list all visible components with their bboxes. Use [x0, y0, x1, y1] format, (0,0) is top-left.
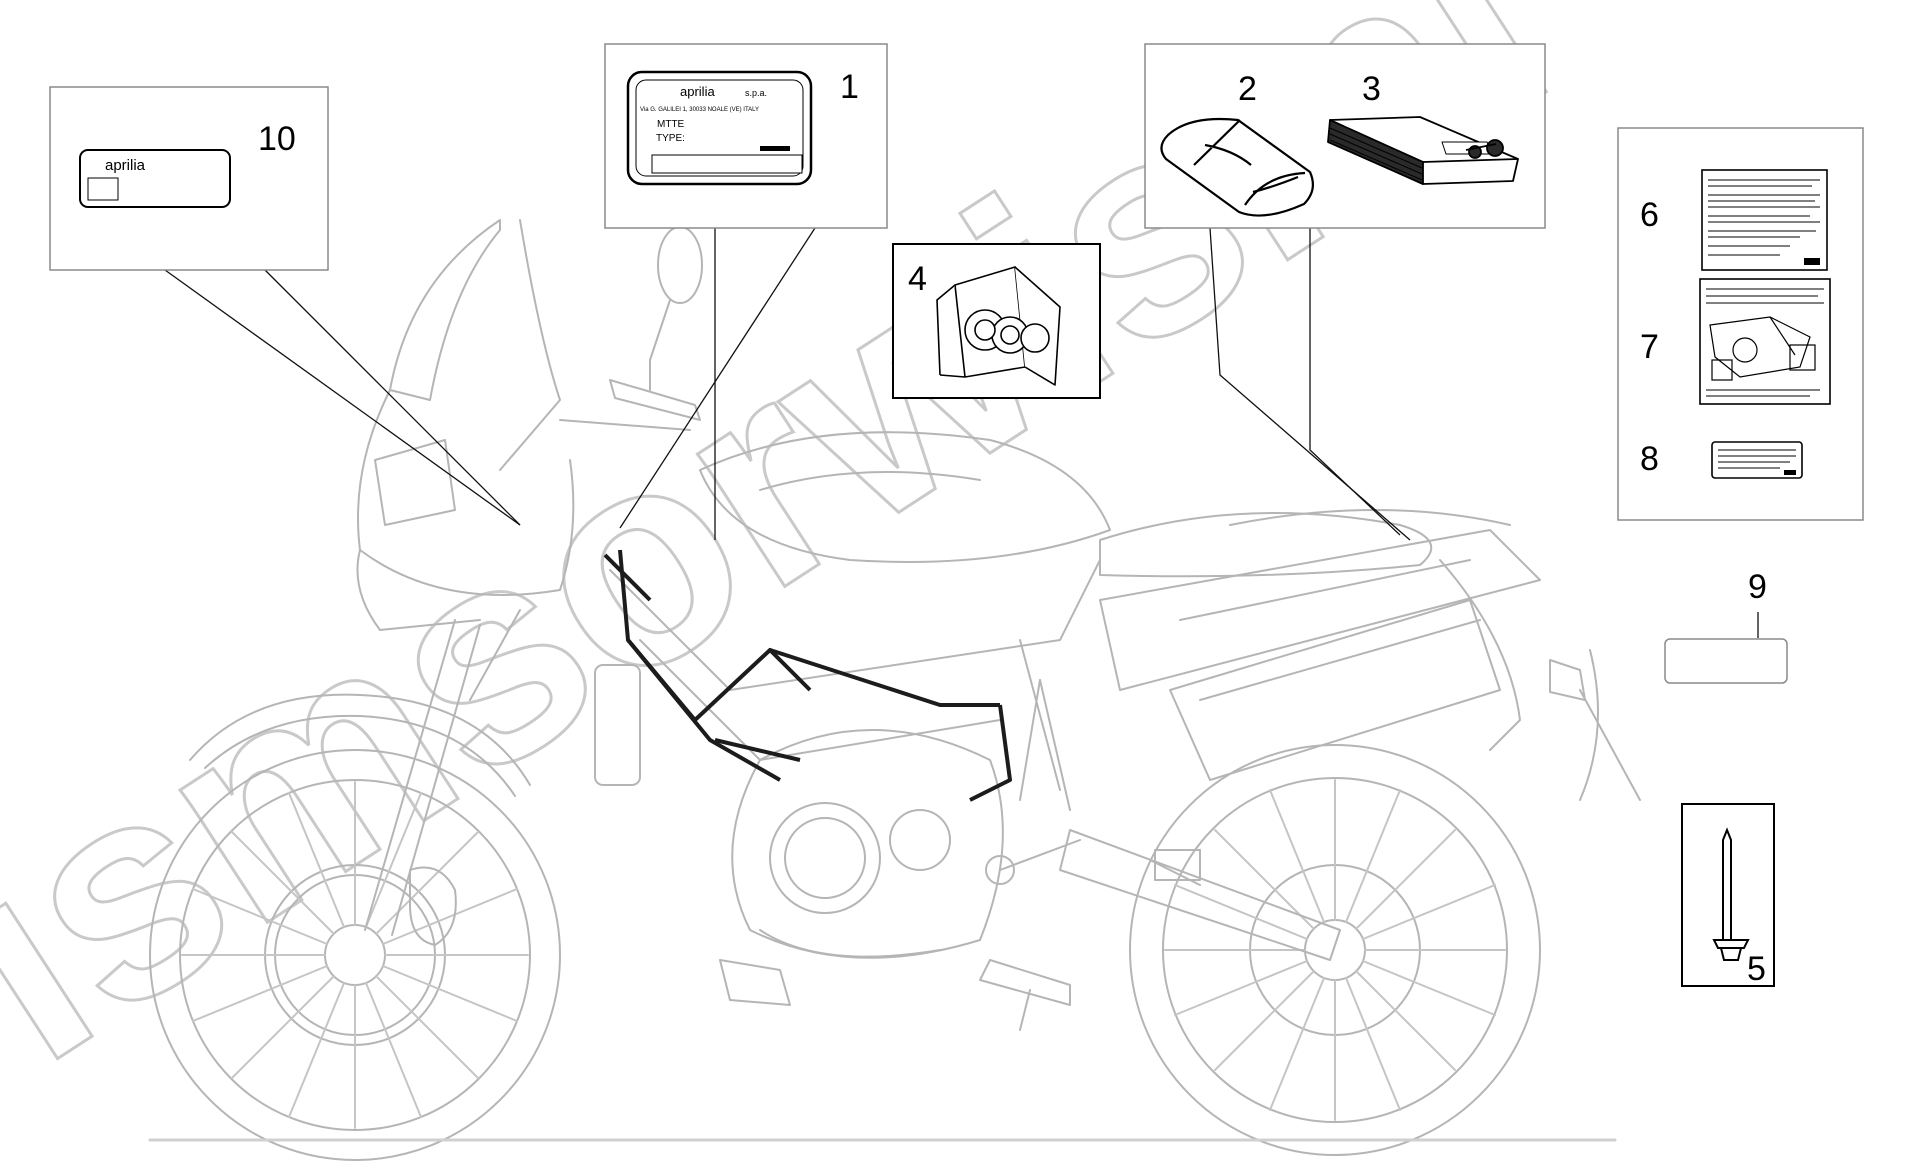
plate-address: Via G. GALILEI 1, 30033 NOALE (VE) ITALY [640, 107, 759, 113]
callout-number-6: 6 [1640, 196, 1659, 234]
leader-lines [164, 227, 1759, 638]
callout-box-4: 4 [892, 243, 1101, 399]
sticker-10: aprilia [79, 149, 231, 208]
callout-box-6-7-8: 6 7 [1617, 127, 1864, 521]
blank-label-9 [1664, 638, 1788, 684]
front-wheel [149, 749, 561, 1161]
warning-label-6 [1701, 169, 1828, 271]
callout-box-5: 5 [1681, 803, 1775, 988]
rear-wheel [1129, 744, 1541, 1156]
callout-number-8: 8 [1640, 440, 1659, 478]
callout-box-1: aprilia s.p.a. Via G. GALILEI 1, 30033 N… [604, 43, 888, 229]
callout-number-7: 7 [1640, 328, 1659, 366]
callout-box-2-3: 2 3 [1144, 43, 1546, 229]
warning-label-7 [1699, 278, 1831, 405]
motorcycle-illustration [148, 219, 1641, 1161]
callout-number-4: 4 [908, 260, 927, 298]
part-9: 9 [1664, 568, 1788, 684]
plate-brand: aprilia [680, 84, 715, 99]
sticker-10-brand: aprilia [105, 157, 146, 174]
wiring-harness [603, 549, 1012, 802]
callout-number-1: 1 [840, 68, 859, 106]
owners-manual [1327, 116, 1519, 185]
plate-suffix: s.p.a. [745, 88, 767, 98]
callout-number-10: 10 [258, 120, 296, 158]
warning-label-8 [1711, 441, 1803, 479]
safety-card-folder [936, 266, 1061, 386]
callout-number-3: 3 [1362, 70, 1381, 108]
identification-plate: aprilia s.p.a. Via G. GALILEI 1, 30033 N… [626, 70, 813, 186]
callout-number-9: 9 [1748, 568, 1767, 606]
callout-number-5: 5 [1747, 950, 1766, 988]
callout-number-2: 2 [1238, 70, 1257, 108]
plate-mtte: MTTE [657, 119, 685, 130]
rivet-fastener [1712, 827, 1750, 961]
plate-type: TYPE: [656, 133, 685, 144]
tool-pouch [1160, 117, 1315, 217]
callout-box-10: aprilia 10 [49, 86, 329, 271]
